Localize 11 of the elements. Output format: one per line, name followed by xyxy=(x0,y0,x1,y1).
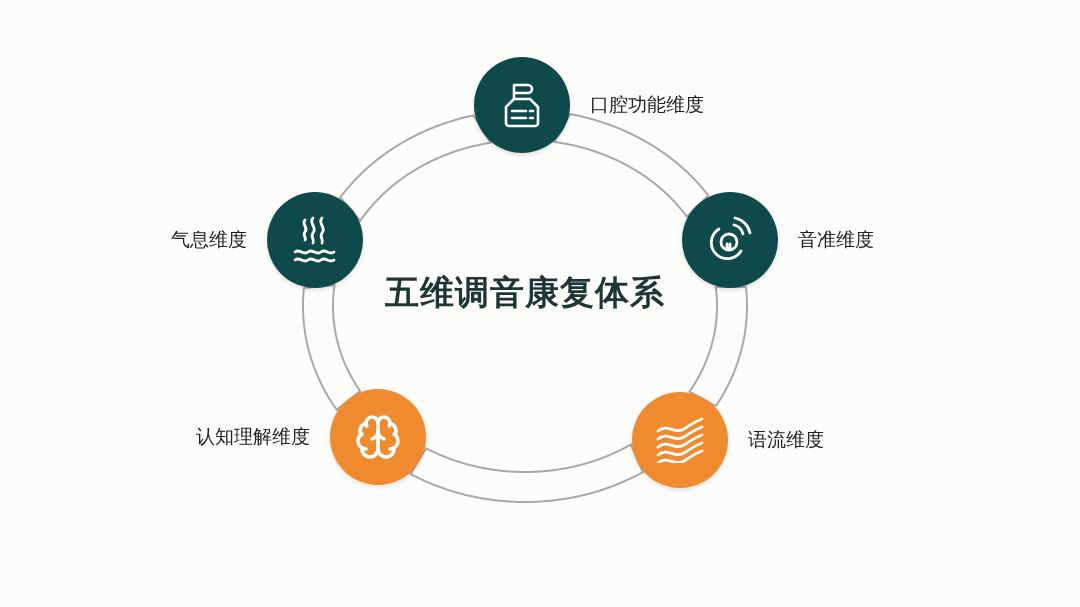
dimension-label: 认知理解维度 xyxy=(196,424,310,449)
dimension-label: 语流维度 xyxy=(748,427,824,452)
dimension-label: 口腔功能维度 xyxy=(590,92,704,117)
ring-connector xyxy=(409,443,644,503)
ring-connector xyxy=(302,284,362,411)
ring-connector xyxy=(553,113,710,218)
diagram-title: 五维调音康复体系 xyxy=(384,271,666,314)
dimension-label: 音准维度 xyxy=(798,227,874,252)
ring-connector xyxy=(688,285,748,408)
dimension-label: 气息维度 xyxy=(171,227,247,252)
ring-connector xyxy=(339,114,492,222)
